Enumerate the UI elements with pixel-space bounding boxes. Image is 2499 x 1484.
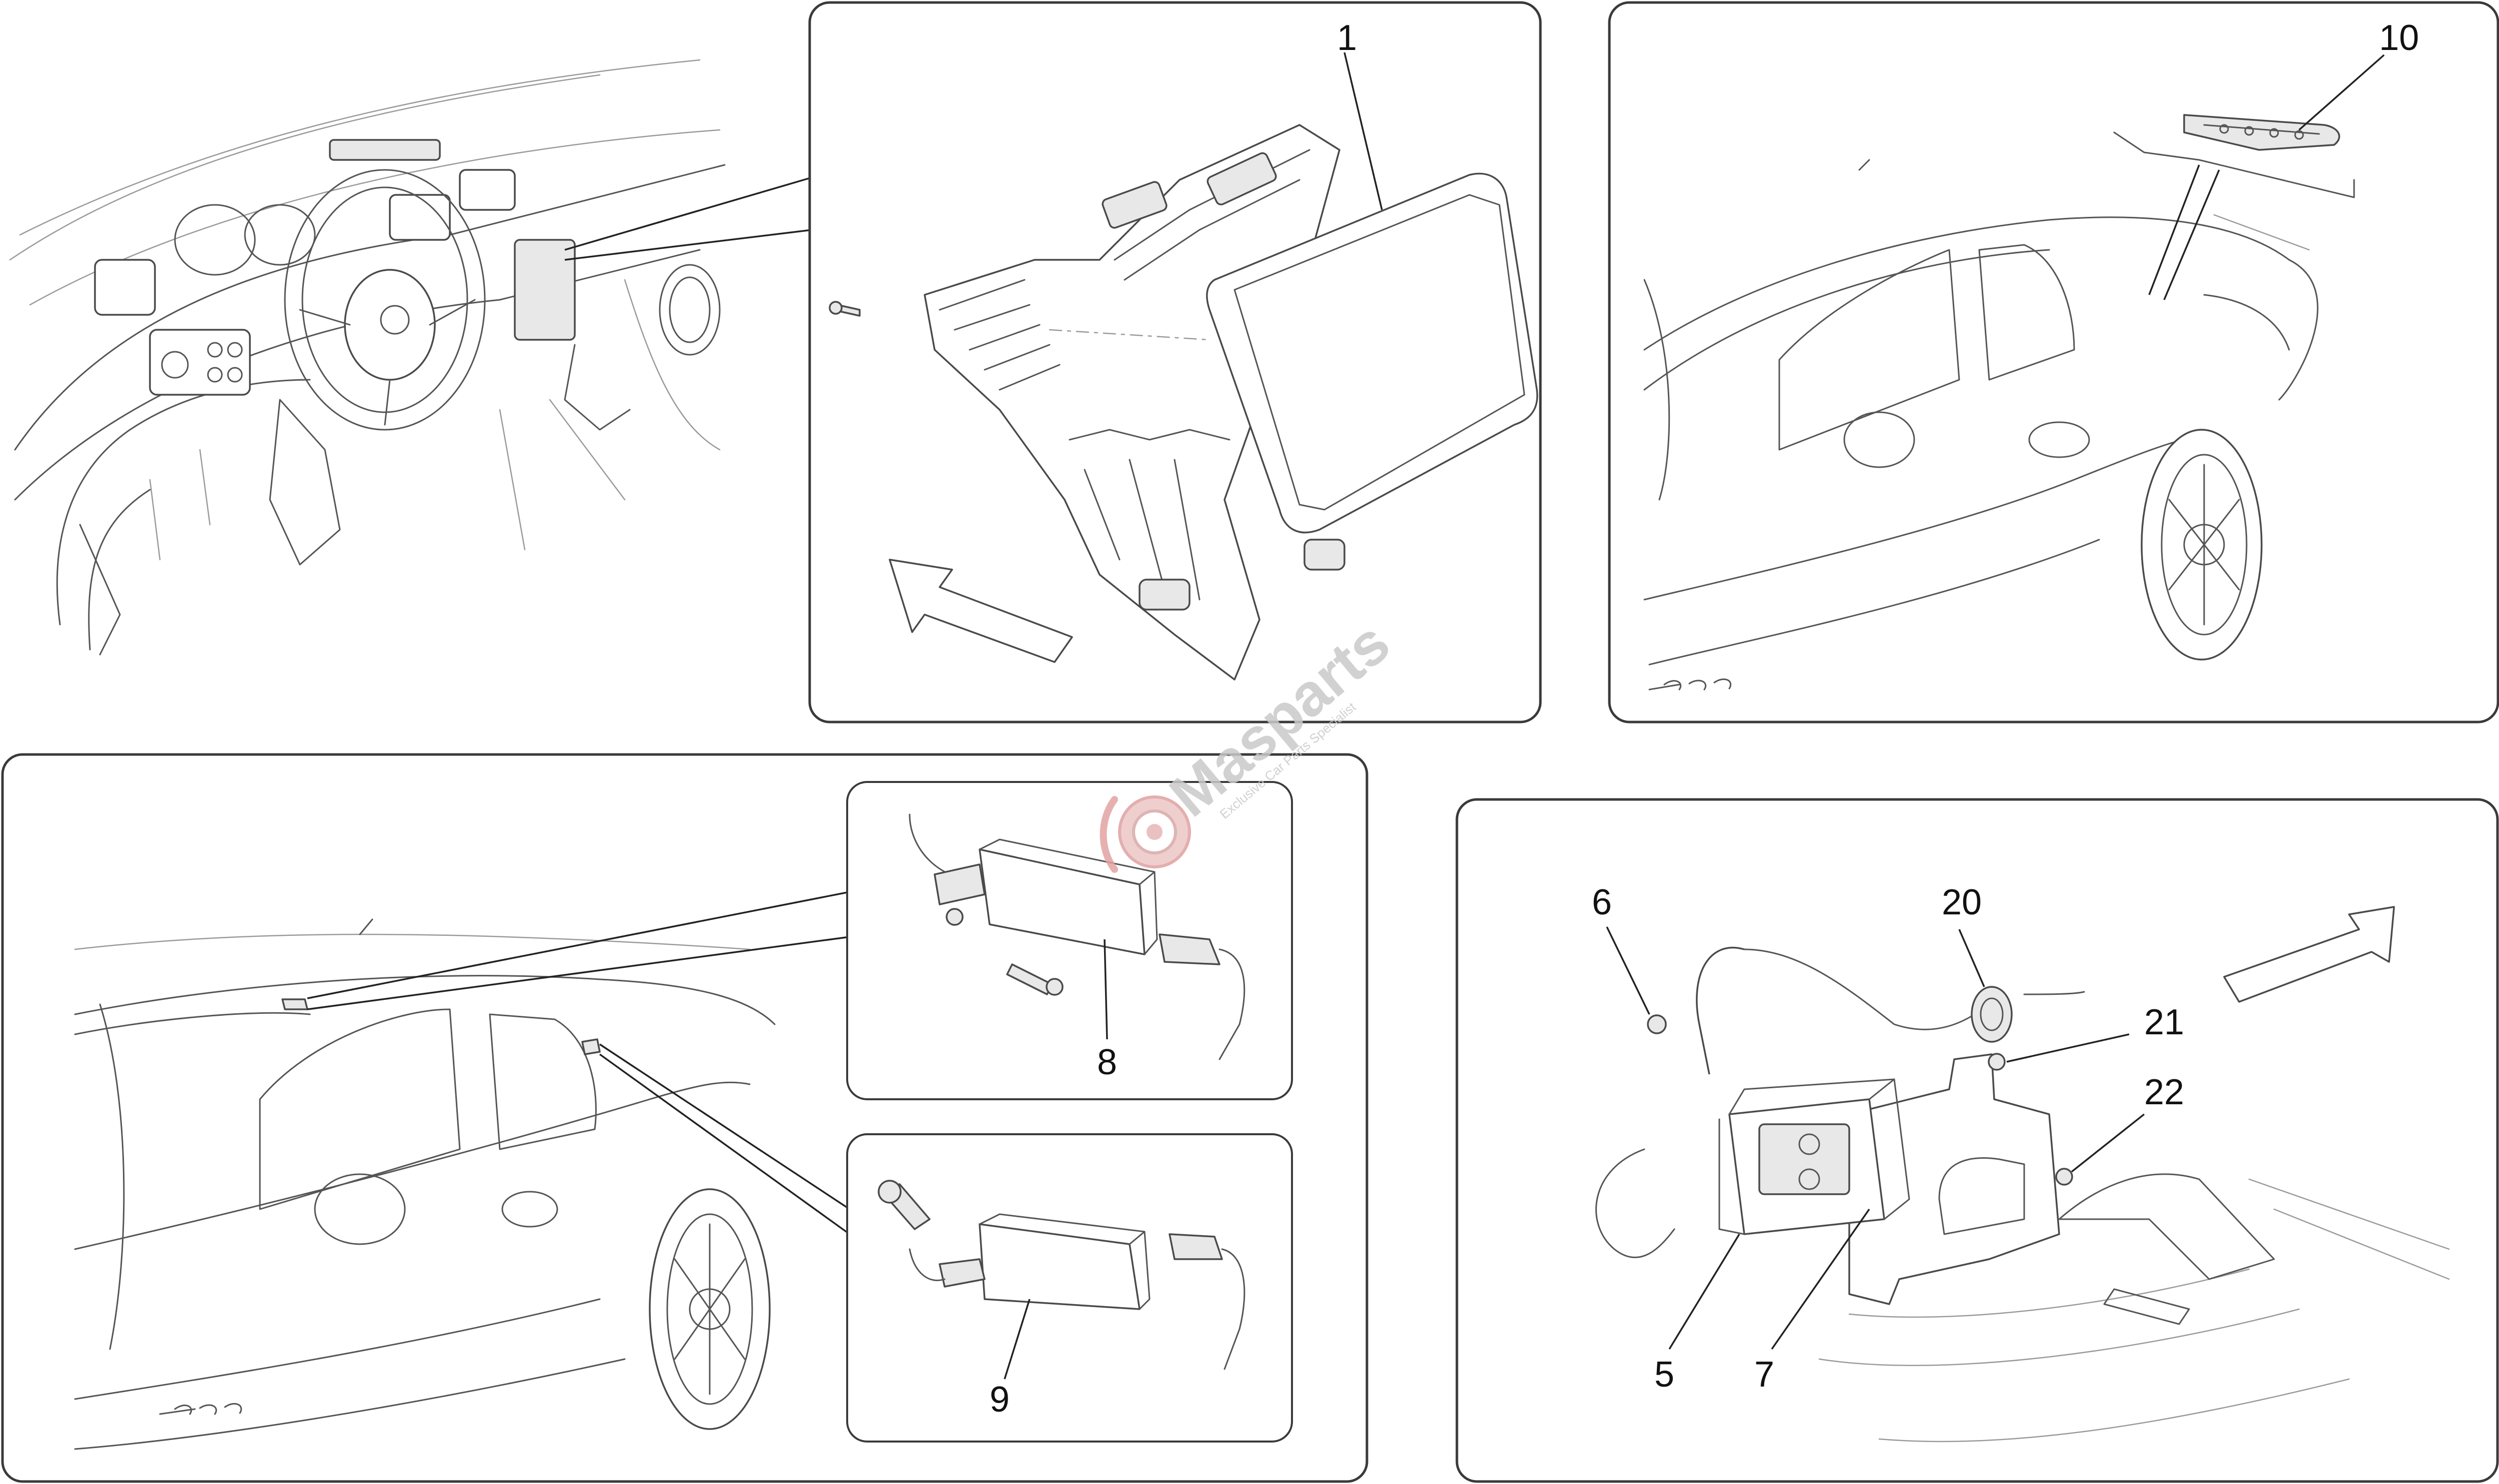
leader-5 — [1668, 1234, 1740, 1350]
callout-20: 20 — [1942, 882, 1982, 922]
leader-to-module-9-bottom — [599, 1053, 851, 1235]
callout-21: 21 — [2144, 1002, 2184, 1042]
callout-9: 9 — [990, 1380, 1010, 1420]
callout-8: 8 — [1097, 1042, 1117, 1082]
leader-20 — [1958, 929, 1985, 987]
receiver-assembly — [1595, 906, 2450, 1443]
leader-to-module-8-top — [307, 891, 850, 999]
leader-10 — [2298, 54, 2385, 131]
car-side-view — [74, 918, 776, 1450]
mounting-bracket — [1848, 1053, 2060, 1305]
callout-10: 10 — [2379, 18, 2419, 58]
callout-1: 1 — [1337, 18, 1357, 58]
callout-22: 22 — [2144, 1072, 2184, 1112]
leader-to-module-9-top — [599, 1043, 850, 1210]
leader-21 — [2006, 1033, 2130, 1063]
display-assembly — [829, 124, 1538, 681]
leader-to-module-8-bottom — [307, 936, 850, 1010]
display-screen-part-1 — [1206, 172, 1538, 534]
leader-8 — [1104, 939, 1108, 1040]
leader-6 — [1606, 926, 1650, 1015]
module-8-drawing — [909, 813, 1246, 1060]
callout-6: 6 — [1592, 882, 1612, 922]
watermark-brake-disc-icon — [1100, 795, 1191, 873]
leader-1 — [1343, 52, 1383, 210]
part-10-detail — [2113, 114, 2355, 300]
callout-5: 5 — [1654, 1355, 1674, 1395]
leader-7 — [1771, 1208, 1870, 1350]
dashboard-to-display-leader-top — [564, 176, 813, 251]
leader-22 — [2071, 1113, 2145, 1173]
dashboard-view — [9, 59, 726, 656]
leader-9 — [1004, 1299, 1031, 1380]
dashboard-to-display-leader-bottom — [564, 229, 813, 261]
rear-sensor-panel — [1608, 1, 2499, 724]
module-9-drawing — [878, 1180, 1246, 1370]
direction-arrow-icon — [889, 559, 1073, 663]
car-rear-view-top — [1643, 159, 2319, 691]
direction-arrow-icon-right — [2223, 906, 2395, 1003]
callout-7: 7 — [1754, 1355, 1774, 1395]
